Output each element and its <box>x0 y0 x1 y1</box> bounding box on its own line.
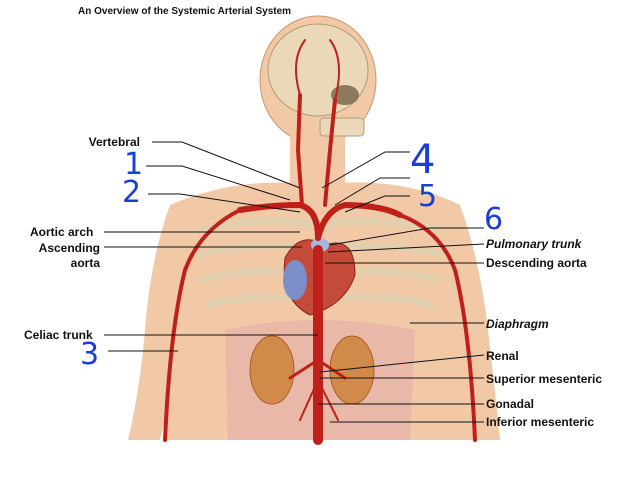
arteries <box>163 39 477 445</box>
label-ascending-aorta: aorta <box>70 256 100 270</box>
diagram-title: An Overview of the Systemic Arterial Sys… <box>78 6 292 17</box>
handwritten-number-4: 4 <box>410 137 436 183</box>
handwritten-number-3: 3 <box>80 337 100 372</box>
handwritten-number-1: 1 <box>124 147 144 182</box>
label-aortic-arch: Aortic arch <box>30 225 94 239</box>
handwritten-number-6: 6 <box>484 202 504 237</box>
label-ascending: Ascending <box>38 241 100 255</box>
label-gonadal: Gonadal <box>486 397 535 411</box>
label-pulmonary-trunk: Pulmonary trunk <box>486 237 582 251</box>
label-diaphragm: Diaphragm <box>486 317 549 331</box>
label-inferior-mesenteric: Inferior mesenteric <box>486 415 595 429</box>
label-descending-aorta: Descending aorta <box>486 256 587 270</box>
label-celiac-trunk: Celiac trunk <box>24 328 93 342</box>
label-vertebral: Vertebral <box>88 135 140 149</box>
handwritten-number-5: 5 <box>418 179 438 214</box>
label-renal: Renal <box>486 349 519 363</box>
label-superior-mesenteric: Superior mesenteric <box>486 372 603 386</box>
leader-lines <box>104 141 485 423</box>
handwritten-number-2: 2 <box>122 175 142 210</box>
